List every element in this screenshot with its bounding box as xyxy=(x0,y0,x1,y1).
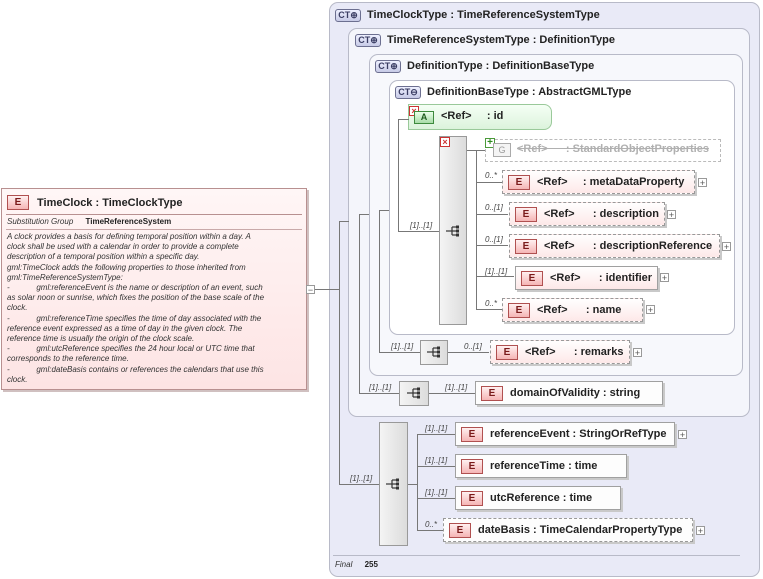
expand-icon[interactable]: + xyxy=(678,430,687,440)
element-remarks[interactable]: E <Ref> : remarks xyxy=(490,340,630,364)
element-utcreference[interactable]: E utcReference : time xyxy=(455,486,621,510)
element-badge-icon: E xyxy=(515,238,537,254)
root-element-title: TimeClock : TimeClockType xyxy=(37,196,183,209)
cardinality-label: [1]..[1] xyxy=(425,424,448,433)
description-line: reference time is usually the origin of … xyxy=(7,334,195,344)
root-element-description: A clock provides a basis for defining te… xyxy=(7,232,305,385)
expand-icon[interactable]: + xyxy=(633,348,642,358)
description-line: - gml:dateBasis contains or references t… xyxy=(7,364,264,374)
element-badge-icon: E xyxy=(481,385,503,401)
element-label: dateBasis : TimeCalendarPropertyType xyxy=(478,524,683,536)
attribute-badge-icon: A xyxy=(414,111,434,124)
element-identifier[interactable]: E <Ref> : identifier xyxy=(515,266,658,290)
element-label: <Ref> : identifier xyxy=(550,272,653,284)
description-line: clock. xyxy=(7,374,28,384)
element-referencetime[interactable]: E referenceTime : time xyxy=(455,454,627,478)
cardinality-label: [1]..[1] xyxy=(391,342,414,351)
element-label: <Ref> : descriptionReference xyxy=(544,240,713,252)
expand-icon[interactable]: + xyxy=(698,178,707,188)
element-badge-icon: E xyxy=(508,174,530,190)
complex-type-title: TimeReferenceSystemType : DefinitionType xyxy=(387,34,616,46)
group-label: <Ref> : StandardObjectProperties xyxy=(517,143,709,155)
element-badge-icon: E xyxy=(521,270,543,286)
description-line: reference event expressed as a time of d… xyxy=(7,323,243,333)
complex-type-icon: CT⊖ xyxy=(395,85,421,99)
element-badge-icon: E xyxy=(508,302,530,318)
element-descriptionreference[interactable]: E <Ref> : descriptionReference xyxy=(509,234,720,258)
substitution-group-label: Substitution Group xyxy=(7,217,74,226)
element-label: <Ref> : description xyxy=(544,208,659,220)
expand-icon[interactable]: + xyxy=(722,242,731,252)
description-line: - gml:utcReference specifies the 24 hour… xyxy=(7,344,255,354)
attribute-label: <Ref> : id xyxy=(441,110,504,122)
cardinality-label: [1]..[1] xyxy=(350,474,373,483)
description-line: gml:TimeReferenceSystemType: xyxy=(7,272,123,282)
sequence-icon xyxy=(407,387,420,399)
description-line: as solar noon or sunrise, which fixes th… xyxy=(7,293,265,303)
element-metadataproperty[interactable]: E <Ref> : metaDataProperty xyxy=(502,170,695,194)
complex-type-icon: CT⊕ xyxy=(375,59,401,73)
root-element-card[interactable]: E TimeClock : TimeClockType Substitution… xyxy=(1,188,307,390)
cardinality-label: 0..* xyxy=(485,171,498,180)
collapse-toggle-icon[interactable]: − xyxy=(306,285,315,295)
expand-icon[interactable]: + xyxy=(667,210,676,220)
complex-type-title: DefinitionType : DefinitionBaseType xyxy=(407,60,595,72)
element-domainofvalidity[interactable]: E domainOfValidity : string xyxy=(475,381,663,405)
element-badge-icon: E xyxy=(461,490,483,506)
element-label: <Ref> : name xyxy=(537,304,622,316)
element-badge-icon: E xyxy=(496,344,518,360)
element-description[interactable]: E <Ref> : description xyxy=(509,202,665,226)
sequence-time-reference-system[interactable] xyxy=(399,381,429,406)
element-label: <Ref> : remarks xyxy=(525,346,624,358)
sequence-icon xyxy=(446,225,459,237)
sequence-icon xyxy=(427,346,440,358)
expand-icon[interactable]: + xyxy=(646,305,655,315)
cardinality-label: [1]..[1] xyxy=(425,456,448,465)
description-line: A clock provides a basis for defining te… xyxy=(7,232,251,241)
element-badge-icon: E xyxy=(7,195,29,210)
description-line: clock. xyxy=(7,303,28,313)
description-line: - gml:referenceTime specifies the time o… xyxy=(7,313,262,323)
cardinality-label: [1]..[1] xyxy=(425,488,448,497)
element-label: referenceEvent : StringOrRefType xyxy=(490,428,667,440)
cardinality-label: [1]..[1] xyxy=(369,383,392,392)
element-datebasis[interactable]: E dateBasis : TimeCalendarPropertyType xyxy=(443,518,693,542)
cardinality-label: 0..[1] xyxy=(485,235,503,244)
cardinality-label: [1]..[1] xyxy=(445,383,468,392)
description-line: corresponds to the reference time. xyxy=(7,354,129,364)
complex-type-title: TimeClockType : TimeReferenceSystemType xyxy=(367,9,600,21)
description-line: gml:TimeClock adds the following propert… xyxy=(7,262,246,272)
element-name[interactable]: E <Ref> : name xyxy=(502,298,643,322)
description-line: - gml:referenceEvent is the name or desc… xyxy=(7,283,263,293)
group-standard-object-properties[interactable] xyxy=(485,139,721,162)
expand-icon[interactable]: + xyxy=(660,273,669,283)
complex-type-icon: CT⊕ xyxy=(355,33,381,47)
expand-icon[interactable]: + xyxy=(696,526,705,536)
element-label: domainOfValidity : string xyxy=(510,387,641,399)
final-label: Final xyxy=(335,560,353,569)
cardinality-label: [1]..[1] xyxy=(485,267,508,276)
description-line: clock shall be used with a calendar in o… xyxy=(7,242,239,252)
sequence-icon xyxy=(386,478,399,490)
cardinality-label: 0..[1] xyxy=(464,342,482,351)
element-label: <Ref> : metaDataProperty xyxy=(537,176,685,188)
element-badge-icon: E xyxy=(461,458,483,474)
optional-mark-icon: × xyxy=(440,137,450,147)
cardinality-label: 0..* xyxy=(425,520,438,529)
final-value: 255 xyxy=(364,560,378,569)
element-badge-icon: E xyxy=(449,522,471,538)
cardinality-label: 0..[1] xyxy=(485,203,503,212)
element-badge-icon: E xyxy=(461,426,483,442)
element-label: referenceTime : time xyxy=(490,460,598,472)
element-badge-icon: E xyxy=(515,206,537,222)
complex-type-title: DefinitionBaseType : AbstractGMLType xyxy=(427,86,632,98)
cardinality-label: [1]..[1] xyxy=(410,221,433,230)
cardinality-label: 0..* xyxy=(485,299,498,308)
group-badge-icon: G xyxy=(493,143,511,157)
element-referenceevent[interactable]: E referenceEvent : StringOrRefType xyxy=(455,422,675,446)
substitution-group-value: TimeReferenceSystem xyxy=(85,217,172,226)
description-line: description of a temporal position withi… xyxy=(7,252,200,262)
complex-type-icon: CT⊕ xyxy=(335,8,361,22)
element-label: utcReference : time xyxy=(490,492,593,504)
